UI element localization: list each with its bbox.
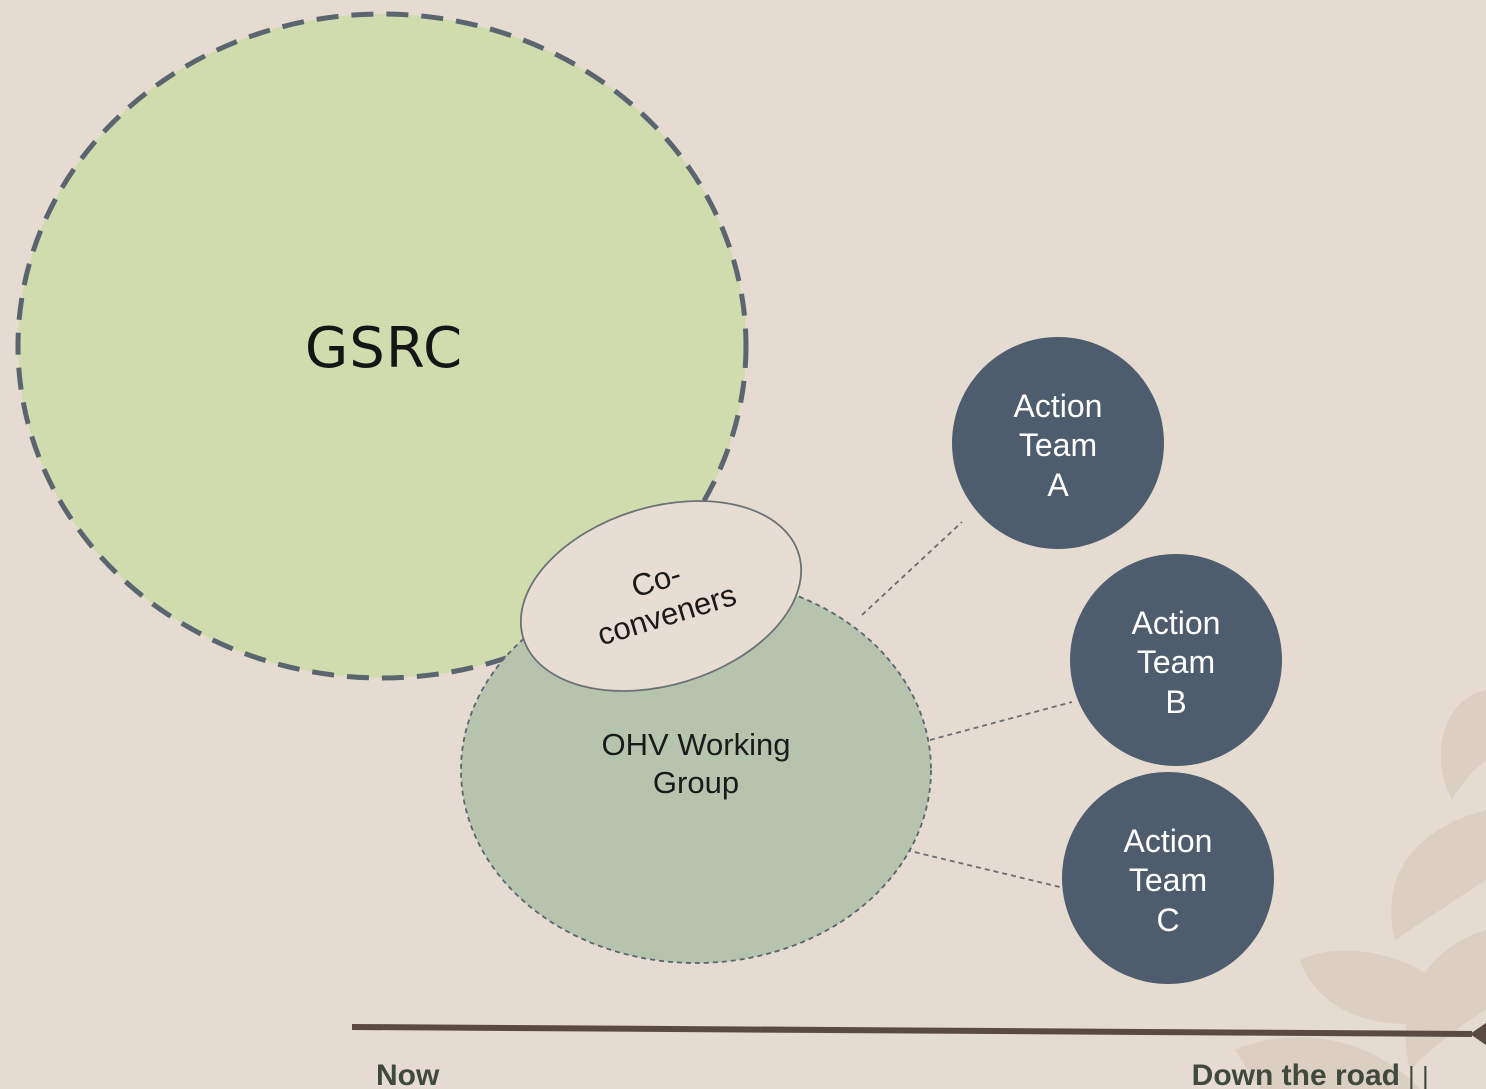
timeline-arrow-shaft [351,1024,1473,1037]
ohv-label-line2: Group [653,765,739,800]
action-team-b-line2: Team [1137,644,1215,680]
ohv-label-line1: OHV Working [602,727,791,762]
coconveners-node: Co- conveners [519,500,803,692]
action-team-a-line1: Action [1014,388,1103,424]
timeline-end-marks: | | [1408,1061,1429,1089]
gsrc-circle [15,11,749,681]
action-team-a-line3: A [1047,467,1069,503]
action-team-a-circle [952,337,1164,549]
action-team-a-line2: Team [1019,427,1097,463]
action-team-a: Action Team A [952,337,1164,549]
gsrc-label: GSRC [305,316,463,381]
timeline-arrow [351,1023,1486,1045]
action-team-c: Action Team C [1062,772,1274,984]
action-team-c-line1: Action [1124,823,1213,859]
timeline-start-label: Now [376,1059,440,1089]
action-team-b-line3: B [1165,684,1186,720]
action-team-b: Action Team B [1070,554,1282,766]
coconveners-ellipse [519,500,803,692]
action-team-b-line1: Action [1132,605,1221,641]
timeline-end-label: Down the road [1192,1059,1400,1089]
connector-team-c [905,849,1065,889]
action-team-c-line2: Team [1129,862,1207,898]
action-team-c-line3: C [1156,902,1179,938]
timeline-arrowhead-icon [1470,1023,1486,1045]
action-team-b-circle [1070,554,1282,766]
connector-team-a [861,521,963,616]
connector-team-b [929,701,1073,741]
action-team-c-circle [1062,772,1274,984]
